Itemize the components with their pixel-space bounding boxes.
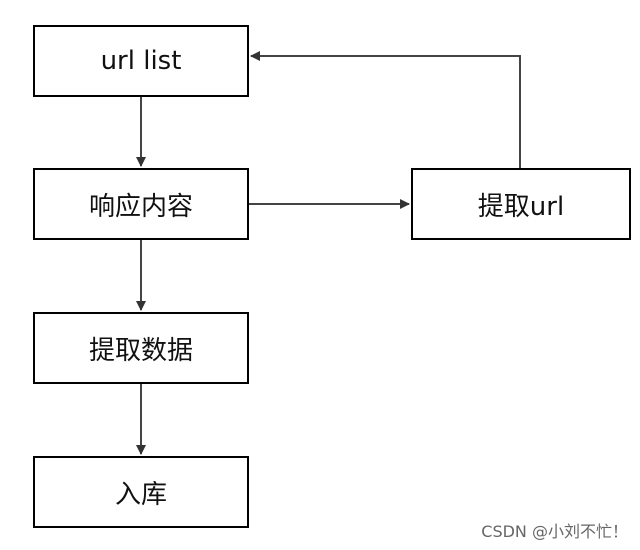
node-extract-url-label: 提取url [477, 191, 565, 222]
node-response-content: 响应内容 [33, 168, 249, 240]
node-extract-data-label: 提取数据 [88, 335, 193, 366]
node-store-label: 入库 [114, 479, 167, 510]
node-url-list-label: url list [100, 46, 182, 76]
node-store: 入库 [33, 456, 249, 528]
node-url-list: url list [33, 25, 249, 97]
node-extract-data: 提取数据 [33, 312, 249, 384]
node-extract-url: 提取url [411, 168, 631, 240]
node-response-content-label: 响应内容 [88, 191, 193, 222]
watermark-text: CSDN @小刘不忙！ [481, 522, 628, 541]
edge-extract-url-to-url-list [250, 51, 521, 168]
